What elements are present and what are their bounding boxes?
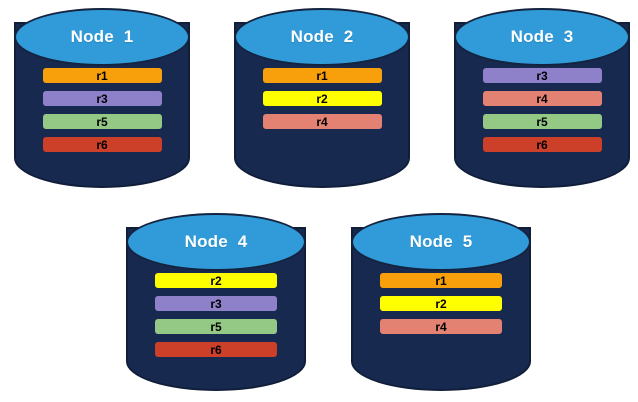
shard-bar[interactable]: r4 [380,319,502,334]
shard-list: r3 r4 r5 r6 [454,68,630,152]
shard-bar[interactable]: r3 [155,296,277,311]
cylinder-top-cap: Node 4 [126,213,306,271]
node-label: Node 3 [510,27,574,46]
shard-bar[interactable]: r2 [155,273,277,288]
shard-bar[interactable]: r5 [155,319,277,334]
shard-bar[interactable]: r5 [42,114,162,129]
shard-list: r1 r2 r4 [351,273,531,334]
cylinder-top-cap: Node 2 [234,8,410,66]
shard-bar[interactable]: r1 [42,68,162,83]
shard-bar[interactable]: r6 [155,342,277,357]
shard-bar[interactable]: r4 [262,114,382,129]
shard-list: r1 r3 r5 r6 [14,68,190,152]
cylinder-top-cap: Node 3 [454,8,630,66]
shard-bar[interactable]: r3 [42,91,162,106]
shard-bar[interactable]: r5 [482,114,602,129]
shard-bar[interactable]: r3 [482,68,602,83]
node-label: Node 4 [184,232,248,251]
shard-bar[interactable]: r4 [482,91,602,106]
shard-bar[interactable]: r6 [482,137,602,152]
cylinder-top-cap: Node 5 [351,213,531,271]
shard-bar[interactable]: r1 [380,273,502,288]
cylinder-top-cap: Node 1 [14,8,190,66]
shard-bar[interactable]: r2 [262,91,382,106]
node-label: Node 5 [409,232,473,251]
shard-bar[interactable]: r1 [262,68,382,83]
shard-list: r2 r3 r5 r6 [126,273,306,357]
node-label: Node 1 [70,27,134,46]
node-label: Node 2 [290,27,354,46]
shard-bar[interactable]: r6 [42,137,162,152]
shard-bar[interactable]: r2 [380,296,502,311]
shard-list: r1 r2 r4 [234,68,410,129]
